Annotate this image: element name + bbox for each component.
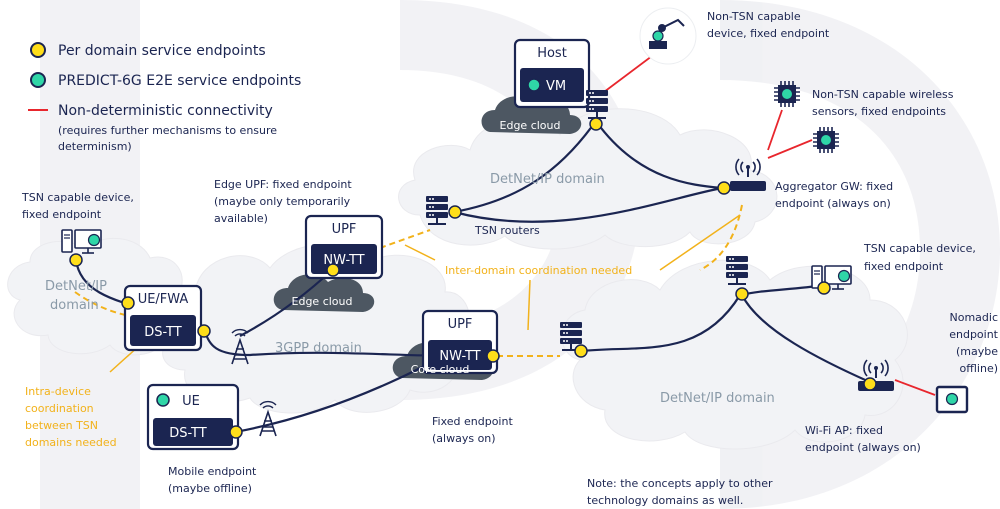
nwtt-core-label: NW-TT xyxy=(439,349,480,364)
annotation-labels: Non-TSN capable device, fixed endpoint N… xyxy=(21,10,999,507)
domain-detnet-left-1: DetNet/IP xyxy=(45,279,107,294)
robot-e2e-endpoint xyxy=(652,30,664,42)
label-tsn-dev-left-1: TSN capable device, xyxy=(21,191,134,204)
label-tsn-routers: TSN routers xyxy=(474,224,540,237)
label-edge-upf-3: available) xyxy=(214,212,268,225)
domain-3gpp: 3GPP domain xyxy=(275,341,362,356)
upf-edge-endpoint-dot xyxy=(326,263,340,277)
label-nomadic-3: (maybe xyxy=(956,345,998,358)
label-nomadic-1: Nomadic xyxy=(949,311,998,324)
uefwa-endpoint-right xyxy=(197,324,211,338)
ue-endpoint-dot xyxy=(229,425,243,439)
label-nomadic-4: offline) xyxy=(960,362,998,375)
domain-detnet-top: DetNet/IP domain xyxy=(490,172,605,187)
tsn-right-e2e-endpoint xyxy=(837,269,851,283)
inter-domain-arrow-1 xyxy=(404,244,436,261)
aggregator-endpoint-dot xyxy=(717,181,731,195)
label-agg-gw-1: Aggregator GW: fixed xyxy=(775,180,893,193)
tsn-right-endpoint-dot xyxy=(817,281,831,295)
core-cloud-label: Core cloud xyxy=(411,363,470,376)
vm-label: VM xyxy=(546,79,566,94)
dstt-fwa-box xyxy=(130,315,196,346)
inter-domain-arrow-3 xyxy=(659,214,741,271)
legend-nondet-sub1: (requires further mechanisms to ensure xyxy=(58,124,277,137)
dstt-ue-box xyxy=(153,418,233,446)
label-agg-gw-2: endpoint (always on) xyxy=(775,197,891,210)
label-nomadic-2: endpoint xyxy=(949,328,998,341)
label-non-tsn-device-2: device, fixed endpoint xyxy=(707,27,830,40)
label-intra-4: domains needed xyxy=(25,436,117,449)
dstt-fwa-label: DS-TT xyxy=(144,325,181,340)
vm-e2e-endpoint xyxy=(527,78,541,92)
upf-core-endpoint-dot xyxy=(486,349,500,363)
label-edge-upf-2: (maybe only temporarily xyxy=(214,195,351,208)
legend-nondet: Non-deterministic connectivity xyxy=(58,103,273,119)
edge-cloud-top-label: Edge cloud xyxy=(500,119,561,132)
ue-label: UE xyxy=(182,394,200,409)
right-server-endpoint-dot xyxy=(735,287,749,301)
label-intra-1: Intra-device xyxy=(25,385,91,398)
label-edge-upf-1: Edge UPF: fixed endpoint xyxy=(214,178,352,191)
cloud-detnet-top xyxy=(398,108,778,250)
legend-teal-dot xyxy=(30,72,46,88)
label-inter-domain: Inter-domain coordination needed xyxy=(445,264,632,277)
label-mobile-1: Mobile endpoint xyxy=(168,465,257,478)
label-intra-2: coordination xyxy=(25,402,94,415)
edge-cloud-mid-shape xyxy=(273,274,375,312)
orange-labels: Inter-domain coordination needed Intra-d… xyxy=(25,264,632,449)
uefwa-endpoint-left xyxy=(121,296,135,310)
label-note-2: technology domains as well. xyxy=(587,494,743,507)
label-non-tsn-sensors-2: sensors, fixed endpoints xyxy=(812,105,946,118)
wifi-endpoint-dot xyxy=(863,377,877,391)
legend-nondet-sub2: determinism) xyxy=(58,140,132,153)
host-label: Host xyxy=(537,46,567,61)
label-tsn-dev-right-1: TSN capable device, xyxy=(863,242,976,255)
detnet-right-endpoint-dot xyxy=(574,344,588,358)
label-mobile-2: (maybe offline) xyxy=(168,482,252,495)
legend-per-domain: Per domain service endpoints xyxy=(58,43,266,59)
label-intra-3: between TSN xyxy=(25,419,98,432)
cloud-detnet-right xyxy=(561,259,908,450)
label-fixed-core-2: (always on) xyxy=(432,432,496,445)
label-tsn-dev-left-2: fixed endpoint xyxy=(22,208,102,221)
label-note-1: Note: the concepts apply to other xyxy=(587,477,773,490)
upf-core-label: UPF xyxy=(448,317,473,332)
domain-detnet-left-2: domain xyxy=(50,298,99,313)
tsn-left-e2e-endpoint xyxy=(87,233,101,247)
label-wifi-2: endpoint (always on) xyxy=(805,441,921,454)
chip-1-e2e-endpoint xyxy=(782,89,792,99)
vm-box xyxy=(520,68,584,102)
robot-device-circle xyxy=(639,7,697,65)
dstt-ue-label: DS-TT xyxy=(169,426,206,441)
domain-detnet-right: DetNet/IP domain xyxy=(660,391,775,406)
tsn-left-endpoint-dot xyxy=(69,253,83,267)
tablet-e2e-endpoint xyxy=(945,392,959,406)
inter-domain-arrow-2 xyxy=(527,279,531,331)
uefwa-label: UE/FWA xyxy=(138,292,189,307)
aggregator-router-icon xyxy=(730,181,766,191)
legend-e2e: PREDICT-6G E2E service endpoints xyxy=(58,73,301,89)
ue-e2e-endpoint xyxy=(156,393,170,407)
label-tsn-dev-right-2: fixed endpoint xyxy=(864,260,944,273)
label-non-tsn-device-1: Non-TSN capable xyxy=(707,10,801,23)
chip-2-e2e-endpoint xyxy=(821,135,831,145)
label-non-tsn-sensors-1: Non-TSN capable wireless xyxy=(812,88,954,101)
tsn-router-endpoint-dot xyxy=(448,205,462,219)
host-endpoint-dot xyxy=(589,117,603,131)
edge-cloud-mid-label: Edge cloud xyxy=(292,295,353,308)
upf-edge-label: UPF xyxy=(332,222,357,237)
legend-yellow-dot xyxy=(30,42,46,58)
nwtt-core-box xyxy=(428,340,492,370)
label-fixed-core-1: Fixed endpoint xyxy=(432,415,513,428)
label-wifi-1: Wi-Fi AP: fixed xyxy=(805,424,883,437)
